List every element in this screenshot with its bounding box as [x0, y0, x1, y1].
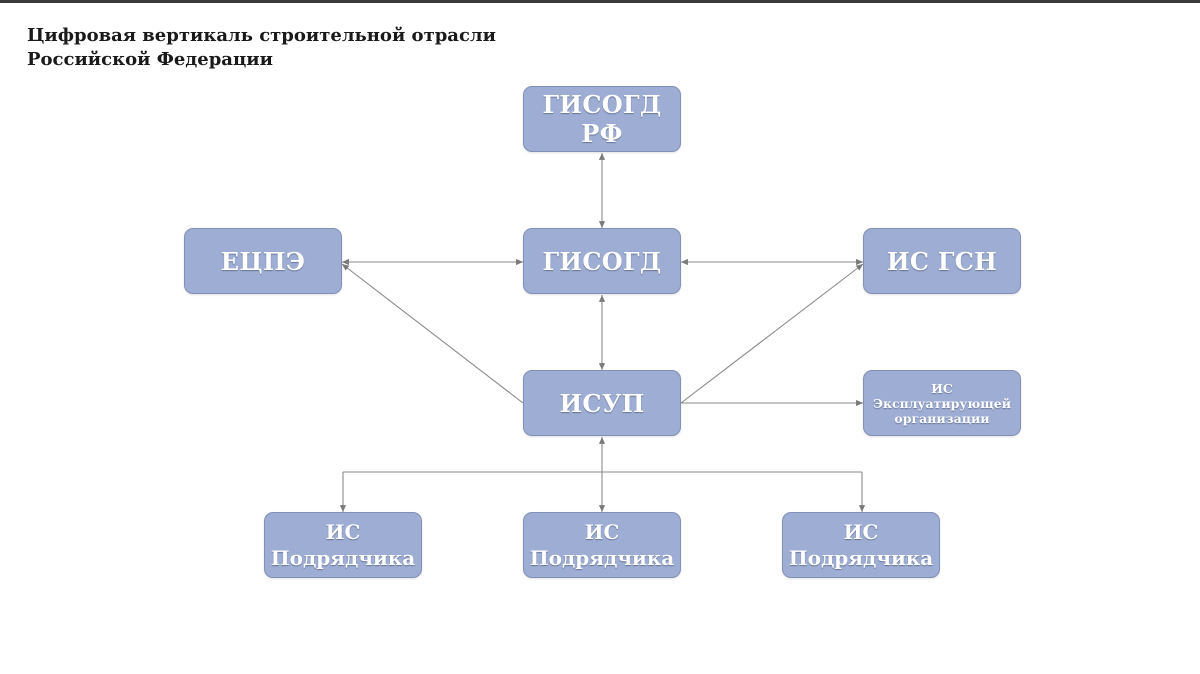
node-isup[interactable]: ИСУП	[523, 370, 681, 436]
node-is-operating-org[interactable]: ИС Эксплуатирующей организации	[863, 370, 1021, 436]
link-isup-ecpe	[341, 263, 524, 404]
node-contractor-1[interactable]: ИС Подрядчика	[264, 512, 422, 578]
node-contractor-1-line-1: ИС	[325, 520, 361, 544]
node-is-operating-org-line-2: Эксплуатирующей	[873, 395, 1011, 411]
node-gisogd-rf-label: ГИСОГД РФ	[542, 90, 662, 148]
node-is-operating-org-line-1: ИС	[931, 380, 953, 396]
node-is-operating-org-line-3: организации	[894, 410, 990, 426]
node-contractor-3-line-2: Подрядчика	[788, 546, 934, 570]
page-title-line-1: Цифровая вертикаль строительной отрасли	[27, 25, 496, 46]
node-contractor-1-line-2: Подрядчика	[270, 546, 416, 570]
node-ecpe-label: ЕЦПЭ	[220, 246, 306, 276]
node-contractor-2-line-2: Подрядчика	[529, 546, 675, 570]
node-contractor-3[interactable]: ИС Подрядчика	[782, 512, 940, 578]
node-contractor-3-line-1: ИС	[843, 520, 879, 544]
page-title-line-2: Российской Федерации	[27, 49, 273, 70]
node-contractor-2-line-1: ИС	[584, 520, 620, 544]
node-gisogd-label: ГИСОГД	[542, 246, 662, 276]
link-isup-is-gsn	[680, 263, 864, 404]
node-gisogd-rf[interactable]: ГИСОГД РФ	[523, 86, 681, 152]
page-title: Цифровая вертикаль строительной отрасли …	[27, 24, 496, 72]
node-gisogd[interactable]: ГИСОГД	[523, 228, 681, 294]
node-is-gsn[interactable]: ИС ГСН	[863, 228, 1021, 294]
node-ecpe[interactable]: ЕЦПЭ	[184, 228, 342, 294]
top-rule	[0, 0, 1200, 3]
node-isup-label: ИСУП	[559, 388, 645, 418]
node-contractor-2[interactable]: ИС Подрядчика	[523, 512, 681, 578]
node-is-gsn-label: ИС ГСН	[886, 246, 998, 276]
